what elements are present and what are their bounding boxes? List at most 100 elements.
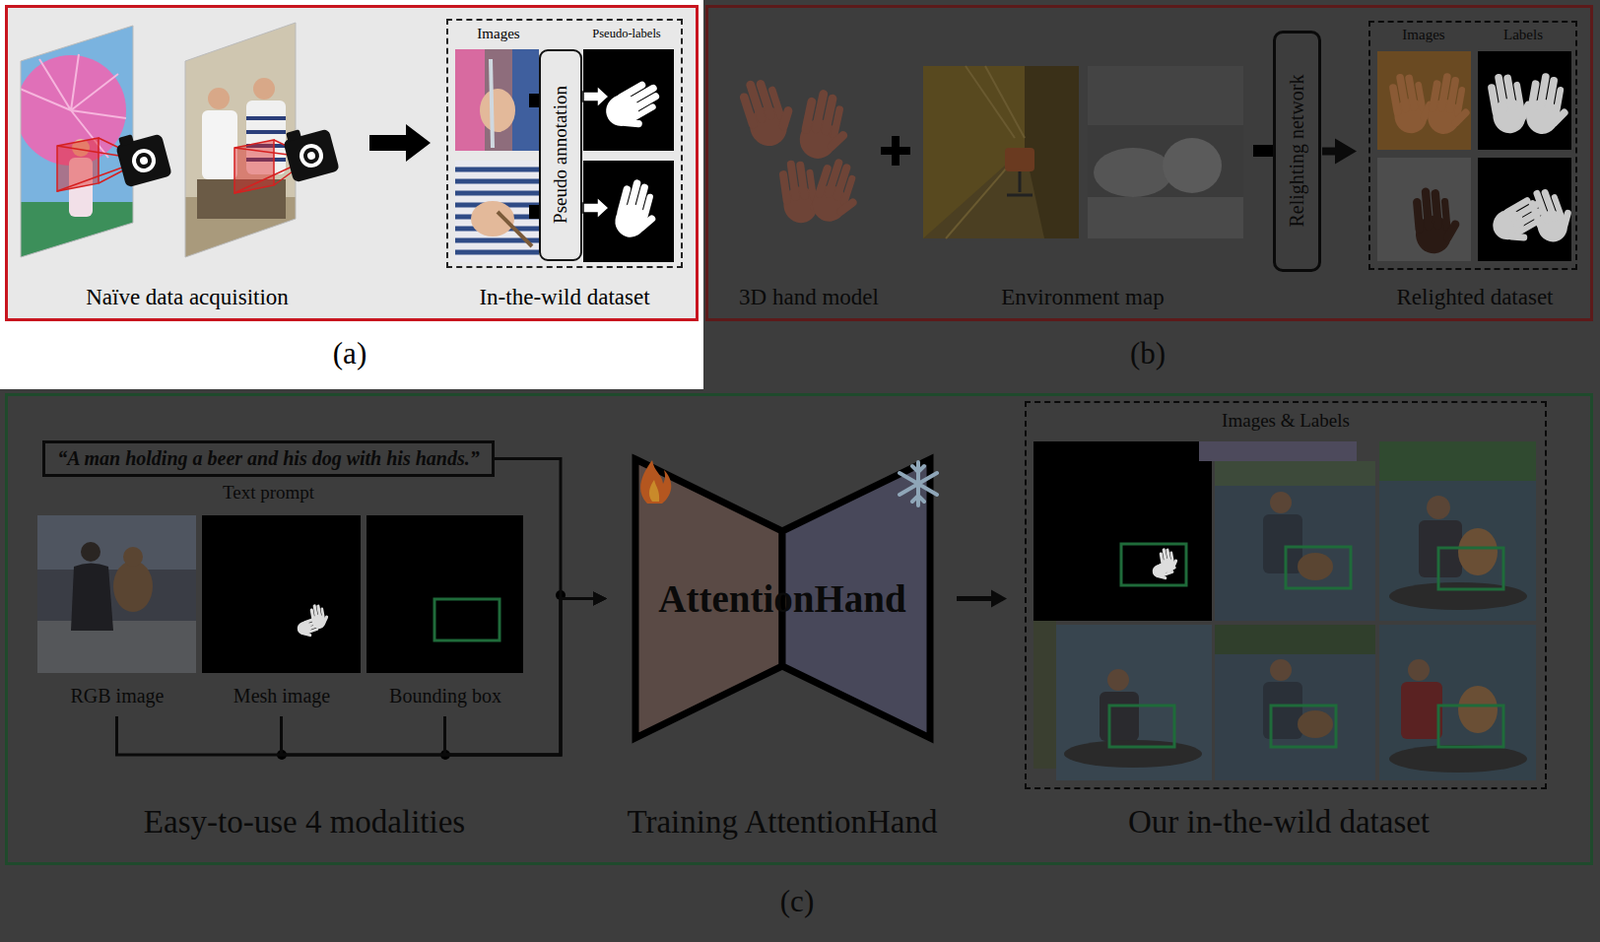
photo-two-men bbox=[253, 77, 275, 100]
generated-image-grid bbox=[1270, 705, 1336, 747]
rgb-image-tile bbox=[80, 541, 101, 562]
camera-icon bbox=[138, 155, 149, 166]
photo-two-men bbox=[201, 110, 238, 180]
generated-image-grid bbox=[1389, 744, 1528, 773]
hand-model bbox=[796, 86, 858, 165]
process-box: Pseudo annotation bbox=[538, 49, 583, 262]
generated-image-grid bbox=[1199, 441, 1357, 462]
connector-line bbox=[445, 599, 597, 756]
generated-image-grid bbox=[1107, 668, 1130, 691]
dataset-image-tile bbox=[455, 160, 539, 263]
generated-image-grid bbox=[1297, 552, 1334, 581]
hourglass-outline bbox=[649, 479, 660, 502]
generated-image-grid bbox=[1407, 659, 1430, 681]
generated-image-grid bbox=[1109, 705, 1175, 747]
camera-icon bbox=[133, 150, 154, 171]
dataset-image-tile bbox=[470, 200, 515, 237]
dataset-image-tile bbox=[529, 93, 539, 108]
dataset-image-tile bbox=[479, 88, 516, 133]
generated-image-grid bbox=[1458, 528, 1498, 576]
connector-line bbox=[281, 599, 597, 756]
model-hourglass: AttentionHand bbox=[632, 456, 934, 741]
panel-a: Naïve data acquisition(a)ImagesPseudo-la… bbox=[4, 4, 699, 322]
pseudo-label-tile bbox=[600, 75, 670, 140]
node-text: Images bbox=[1401, 26, 1445, 44]
node-text: (b) bbox=[1130, 335, 1166, 372]
node-text: Mesh image bbox=[233, 684, 331, 708]
node-text: Pseudo-labels bbox=[592, 26, 661, 41]
mesh-image-tile bbox=[309, 601, 332, 630]
arrowhead bbox=[1334, 138, 1357, 165]
connector-line bbox=[1322, 147, 1337, 156]
hand-model bbox=[807, 154, 870, 229]
junction-dot bbox=[276, 590, 566, 760]
pseudo-label-tile bbox=[583, 85, 609, 108]
rgb-image-tile bbox=[37, 515, 197, 673]
relighted-tile bbox=[1411, 185, 1464, 256]
photo-two-men bbox=[182, 19, 301, 267]
connector-arrow bbox=[281, 592, 608, 756]
dataset-image-tile bbox=[512, 49, 539, 151]
generated-image-grid bbox=[1269, 491, 1292, 514]
pseudo-label-tile bbox=[583, 160, 674, 263]
relighted-tile bbox=[1377, 157, 1471, 262]
dataset-image-tile bbox=[455, 49, 539, 151]
dataset-box: Images & Labels bbox=[1024, 400, 1547, 790]
generated-image-grid bbox=[1379, 441, 1536, 621]
environment-map bbox=[1162, 137, 1222, 194]
photo-two-men bbox=[182, 19, 301, 267]
node-text: In-the-wild dataset bbox=[478, 284, 650, 311]
node-text: Pseudo annotation bbox=[549, 85, 572, 224]
environment-map bbox=[1093, 147, 1173, 198]
generated-image-grid bbox=[1121, 543, 1187, 586]
camera-icon bbox=[118, 133, 134, 146]
generated-image-grid bbox=[1269, 659, 1292, 681]
relighted-tile bbox=[1523, 70, 1576, 138]
plus-sign bbox=[880, 135, 911, 166]
dataset-image-tile bbox=[529, 204, 539, 219]
process-box: Relighting network bbox=[1272, 30, 1322, 272]
rgb-image-tile bbox=[113, 560, 153, 612]
generated-image-grid bbox=[1263, 514, 1303, 574]
pseudo-label-tile bbox=[611, 176, 667, 243]
generated-image-grid bbox=[1297, 710, 1334, 738]
generated-image-grid bbox=[1214, 461, 1376, 486]
arrowhead bbox=[593, 592, 607, 606]
arrowhead bbox=[593, 592, 607, 606]
panel-c: Easy-to-use 4 modalitiesTraining Attenti… bbox=[4, 393, 1594, 866]
node-text: Images bbox=[476, 25, 520, 43]
bounding-box-tile bbox=[366, 515, 524, 673]
relighted-tile bbox=[1377, 51, 1581, 262]
node-text: (c) bbox=[780, 883, 814, 920]
camera-icon bbox=[296, 140, 326, 170]
dataset-image-tile bbox=[497, 211, 533, 247]
generated-image-grid bbox=[1158, 545, 1181, 574]
generated-image-grid bbox=[1099, 691, 1139, 741]
dataset-image-tile bbox=[455, 49, 539, 263]
node-text: RGB image bbox=[70, 684, 165, 708]
panel-b: 3D hand modelEnvironment map(b)Relightin… bbox=[705, 4, 1594, 322]
generated-image-grid bbox=[1285, 546, 1351, 589]
node-text: Text prompt bbox=[222, 481, 315, 504]
mesh-image-tile bbox=[201, 515, 361, 673]
generated-image-grid bbox=[1379, 441, 1536, 481]
rgb-image-tile bbox=[123, 546, 143, 567]
node-text: Images & Labels bbox=[1221, 409, 1350, 432]
node-text: Relighted dataset bbox=[1396, 284, 1553, 311]
arrowhead bbox=[593, 592, 607, 606]
photo-two-men bbox=[207, 87, 230, 110]
camera-icon bbox=[282, 129, 340, 184]
environment-map bbox=[1087, 66, 1244, 239]
hand-model bbox=[735, 69, 870, 229]
big-arrow bbox=[369, 124, 431, 162]
photo-two-men bbox=[182, 19, 301, 267]
environment-map bbox=[1087, 197, 1244, 239]
hourglass-outline bbox=[899, 462, 937, 506]
generated-image-grid bbox=[1400, 681, 1443, 739]
arrowhead bbox=[991, 590, 1007, 608]
generated-image-grid bbox=[1263, 681, 1303, 739]
generated-image-grid bbox=[1214, 624, 1376, 655]
